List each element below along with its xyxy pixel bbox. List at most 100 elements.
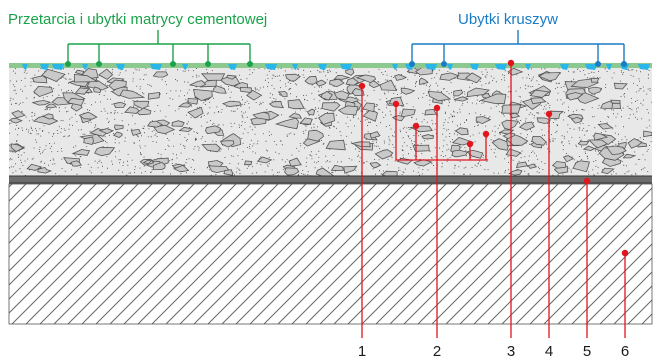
aggregate-stone (475, 116, 492, 125)
aggregate-stone (66, 97, 85, 106)
aggregate-stone (284, 167, 300, 176)
blue-bracket (411, 30, 625, 64)
aggregate-loss-label: Ubytki kruszyw (458, 11, 558, 28)
aggregate-stone (37, 167, 53, 174)
aggregate-stone (505, 148, 522, 157)
surface-wear-mark (425, 64, 437, 70)
aggregate-stone (287, 99, 305, 110)
aggregate-stone (74, 87, 90, 95)
surface-wear-mark (40, 64, 49, 70)
aggregate-stone (412, 144, 430, 152)
aggregate-stone (572, 160, 590, 173)
aggregate-stone (439, 72, 460, 81)
surface-wear-mark (292, 64, 298, 70)
aggregate-stone (643, 130, 652, 138)
separation-layer (9, 176, 652, 183)
aggregate-stone (350, 141, 371, 148)
surface-wear-mark (585, 64, 597, 70)
aggregate-stone (600, 167, 615, 175)
aggregate-stone (413, 159, 433, 167)
aggregate-stone (577, 140, 590, 146)
aggregate-stone (239, 86, 252, 93)
aggregate-stone (498, 129, 515, 135)
callout-6: 6 (621, 343, 629, 360)
aggregate-stone (173, 164, 190, 173)
aggregate-stone (306, 108, 316, 116)
aggregate-stone (288, 113, 302, 119)
aggregate-stone (593, 132, 609, 141)
aggregate-stone (337, 105, 359, 116)
aggregate-stone (464, 72, 482, 84)
aggregate-stone (570, 116, 583, 124)
callout-2: 2 (433, 343, 441, 360)
surface-wear-mark (525, 64, 531, 70)
aggregate-stone (147, 120, 164, 128)
surface-wear-mark (150, 64, 162, 70)
substrate-layer (8, 183, 653, 325)
aggregate-stone (622, 153, 637, 159)
aggregate-stone (201, 143, 221, 153)
aggregate-stone (93, 86, 102, 93)
leader-lines (361, 62, 626, 338)
aggregate-stone (333, 90, 350, 101)
aggregate-stone (221, 100, 242, 108)
aggregate-stone (536, 117, 551, 124)
aggregate-stone (562, 155, 575, 163)
surface-layer (9, 63, 652, 68)
aggregate-stone (31, 100, 52, 106)
aggregate-stone (78, 111, 98, 120)
aggregate-stone (321, 102, 341, 112)
aggregate-stone (613, 82, 628, 90)
aggregate-stone (187, 106, 204, 119)
surface-wear-mark (638, 64, 650, 70)
aggregate-stone (142, 159, 153, 165)
aggregate-stone (345, 68, 355, 76)
aggregate-stone (98, 68, 114, 80)
aggregate-stone (466, 87, 490, 98)
aggregate-stone (171, 120, 185, 127)
aggregate-stone (343, 165, 358, 174)
aggregate-stone (207, 165, 230, 174)
aggregate-stone (112, 131, 123, 138)
aggregate-stone (212, 85, 227, 94)
aggregate-stone (424, 108, 438, 116)
green-bracket-dots (65, 61, 253, 67)
aggregate-stone (147, 91, 160, 100)
leader-dots (358, 59, 629, 257)
aggregate-stone (226, 74, 238, 80)
aggregate-stone (188, 80, 207, 87)
aggregate-stone (400, 108, 416, 118)
aggregate-stone (108, 79, 127, 91)
aggregate-stone (256, 156, 273, 164)
aggregate-stone (369, 162, 382, 169)
aggregate-stone (381, 170, 398, 176)
aggregate-stone (152, 161, 166, 171)
aggregate-stone (9, 117, 23, 124)
aggregate-stone (205, 125, 222, 135)
aggregate-stone (73, 73, 99, 83)
aggregate-stone (611, 102, 622, 110)
aggregate-stone (177, 102, 193, 108)
aggregate-stone (527, 163, 538, 169)
aggregate-stone (362, 108, 378, 122)
aggregate-stone (153, 124, 176, 135)
aggregate-stone (551, 161, 567, 169)
aggregate-stone (466, 149, 484, 159)
surface-wear-marks (22, 64, 650, 70)
aggregate-stone (124, 106, 141, 114)
surface-wear-mark (116, 64, 125, 70)
aggregate-stone (71, 149, 91, 156)
aggregate-stone (329, 78, 345, 88)
aggregate-stone (369, 131, 381, 139)
aggregate-stone (152, 71, 169, 78)
surface-wear-mark (52, 64, 64, 70)
aggregate-stone (330, 164, 344, 171)
aggregate-stone (453, 96, 469, 102)
aggregate-stone (178, 126, 193, 132)
aggregate-stone (538, 72, 562, 82)
aggregate-stone (414, 66, 433, 76)
aggregate-stone (133, 100, 150, 110)
surface-wear-mark (470, 64, 479, 70)
aggregate-stone (304, 75, 318, 85)
aggregate-stone (193, 88, 213, 102)
